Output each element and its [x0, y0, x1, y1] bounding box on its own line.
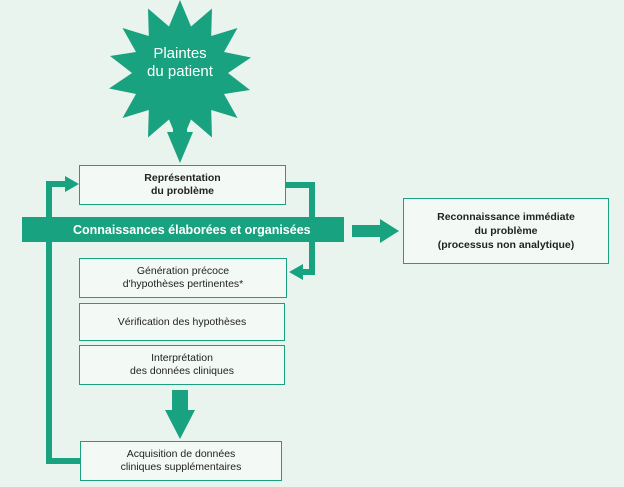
patient-complaints-star — [109, 0, 251, 146]
arrow-interpretation-to-acquisition — [165, 390, 195, 439]
interpretation-line2: des données cliniques — [130, 365, 234, 377]
arrowhead-into-generation — [289, 264, 303, 280]
representation-line1: Représentation — [144, 172, 221, 184]
acquisition-line2: cliniques supplémentaires — [120, 461, 242, 473]
acquisition-line1: Acquisition de données — [126, 448, 236, 460]
recognition-line1: Reconnaissance immédiate — [437, 211, 575, 223]
arrow-band-to-recognition — [352, 219, 399, 243]
arrowhead-into-representation — [65, 176, 79, 192]
verification-box: Vérification des hypothèses — [79, 303, 285, 341]
representation-box: Représentation du problème — [79, 165, 286, 205]
interpretation-box: Interprétation des données cliniques — [79, 345, 285, 385]
knowledge-band: Connaissances élaborées et organisées — [22, 217, 344, 242]
generation-line1: Génération précoce — [136, 265, 230, 277]
acquisition-box: Acquisition de données cliniques supplém… — [80, 441, 282, 481]
star-label: Plaintes du patient — [125, 45, 235, 81]
star-label-line1: Plaintes — [153, 45, 207, 62]
recognition-line3: (processus non analytique) — [437, 239, 575, 251]
representation-line2: du problème — [150, 185, 214, 197]
generation-line2: d'hypothèses pertinentes* — [122, 278, 244, 290]
connector-feedback-loop — [46, 181, 80, 464]
recognition-box: Reconnaissance immédiate du problème (pr… — [403, 198, 609, 264]
generation-box: Génération précoce d'hypothèses pertinen… — [79, 258, 287, 298]
knowledge-band-label: Connaissances élaborées et organisées — [73, 222, 311, 237]
interpretation-line1: Interprétation — [151, 352, 213, 364]
recognition-line2: du problème — [474, 225, 538, 237]
arrow-star-to-representation — [167, 118, 193, 163]
verification-line1: Vérification des hypothèses — [117, 315, 247, 328]
star-label-line2: du patient — [147, 63, 213, 80]
